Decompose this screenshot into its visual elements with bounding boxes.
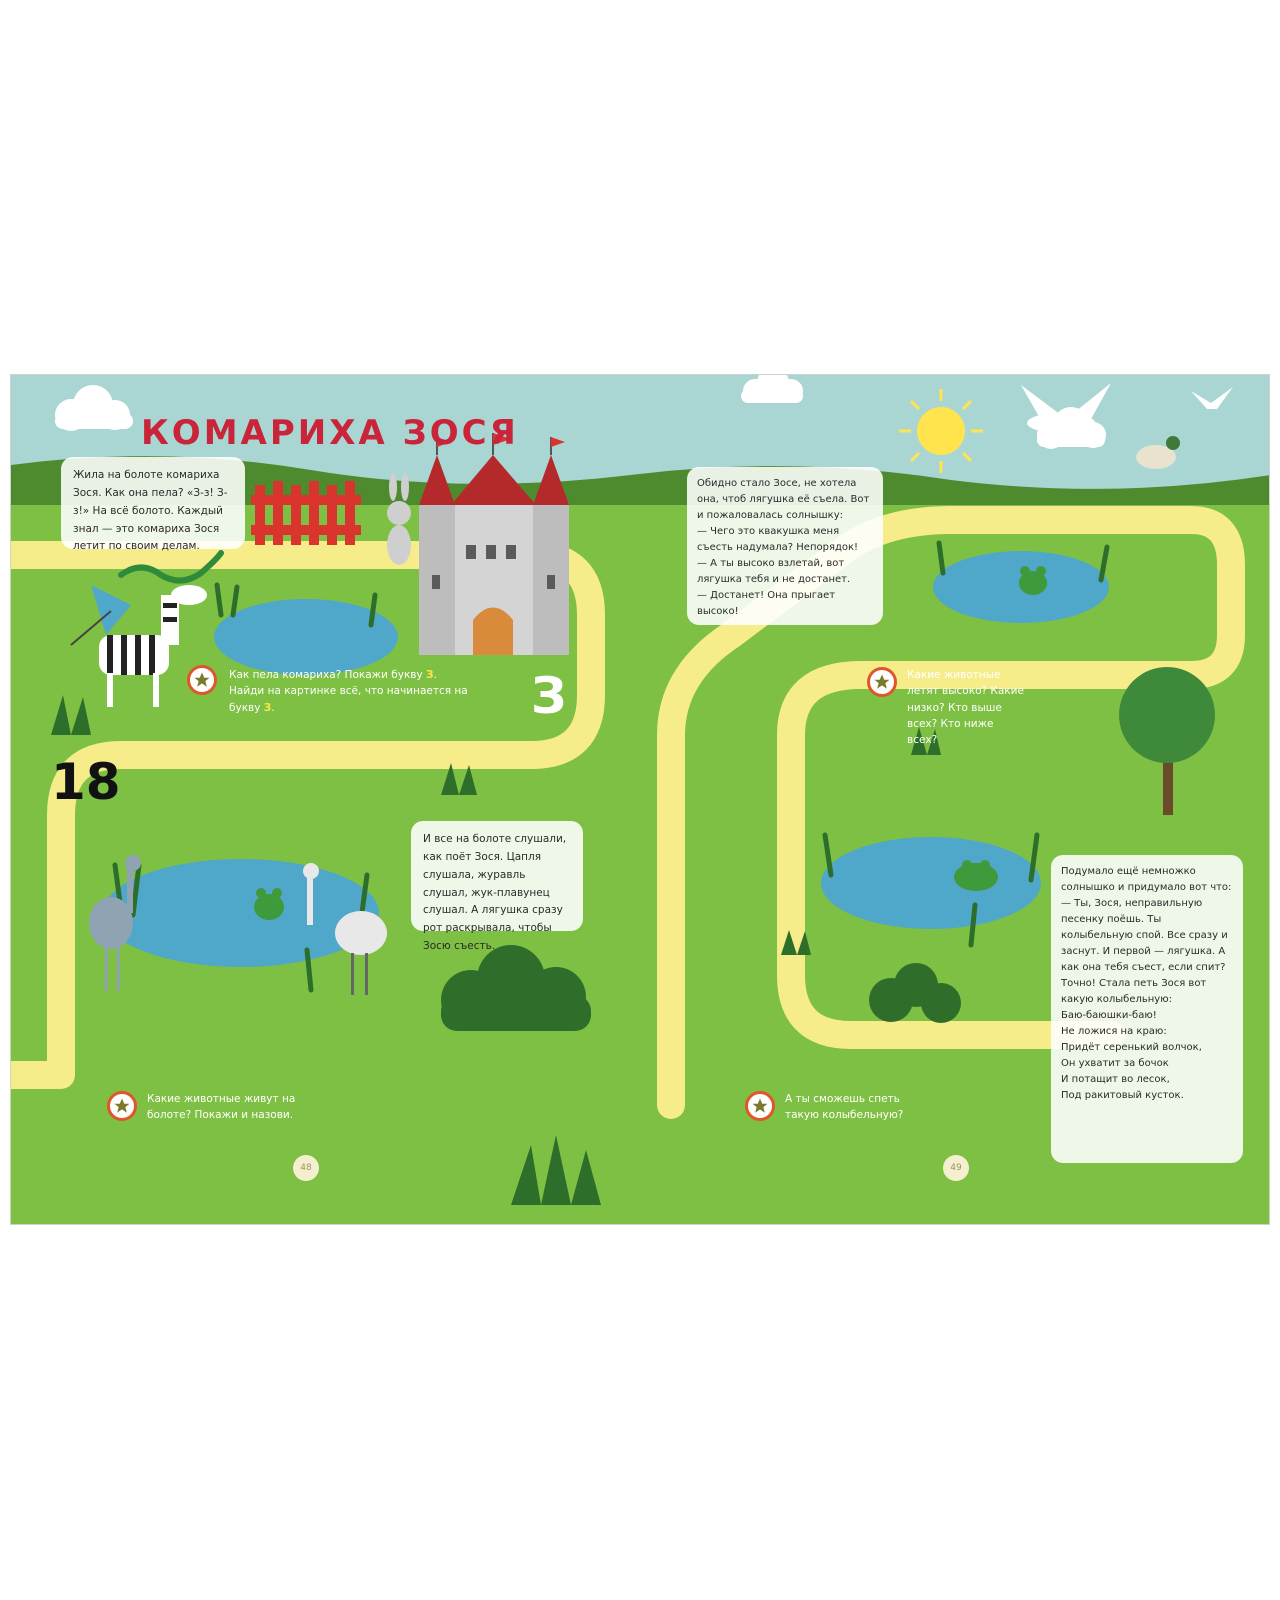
- star-icon: [114, 1098, 130, 1113]
- pond-bottom-right: [821, 837, 1041, 929]
- duck: [1136, 436, 1180, 469]
- question-text: . Найди на картинке всё, что начинается …: [229, 669, 468, 714]
- crane: [303, 863, 387, 995]
- story-dialogue-line: — Достанет! Она прыгает высоко!: [697, 590, 836, 617]
- zebra: [99, 585, 207, 707]
- story-text-offended: Обидно стало Зосе, не хотела она, чтоб л…: [687, 467, 883, 625]
- highlighted-letter: З: [426, 669, 434, 681]
- page-number-right: 49: [943, 1155, 969, 1181]
- question-3: Какие животные живут на болоте? Покажи и…: [147, 1093, 296, 1122]
- umbrella: [70, 585, 131, 646]
- red-fence: [251, 481, 361, 545]
- snake: [118, 550, 224, 584]
- question-badge-3: [107, 1091, 137, 1121]
- lullaby-line: Под ракитовый кусток.: [1061, 1090, 1184, 1101]
- heron: [89, 855, 141, 991]
- question-badge-1: [187, 665, 217, 695]
- yellow-path: [11, 506, 1245, 1119]
- sun: [899, 389, 983, 473]
- page-number-left: 48: [293, 1155, 319, 1181]
- pond-bottom-left: [103, 859, 379, 967]
- story-dialogue-line: — А ты высоко взлетай, вот лягушка тебя …: [697, 558, 851, 585]
- story-paragraph: И все на болоте слушали, как поёт Зося. …: [423, 833, 567, 953]
- lullaby-line: И потащит во лесок,: [1061, 1074, 1170, 1085]
- bushes: [441, 945, 961, 1031]
- frog-bottom-left: [254, 888, 284, 920]
- star-icon: [194, 672, 210, 687]
- star-icon: [752, 1098, 768, 1113]
- story-text-heard: И все на болоте слушали, как поёт Зося. …: [411, 821, 583, 952]
- question-text: .: [271, 701, 275, 714]
- lullaby-line: Баю-баюшки-баю!: [1061, 1010, 1157, 1021]
- page-title: КОМАРИХА ЗОСЯ: [141, 413, 519, 453]
- frog-bottom-right: [954, 860, 998, 891]
- story-paragraph: Жила на болоте комариха Зося. Как она пе…: [73, 469, 228, 553]
- cloud-center: [741, 375, 803, 403]
- cloud-left: [55, 385, 133, 431]
- question-badge-2: [867, 667, 897, 697]
- story-dialogue-line: — Чего это квакушка меня съесть надумала…: [697, 526, 859, 553]
- star-icon: [874, 674, 890, 689]
- castle: [419, 433, 569, 655]
- lullaby-line: Не ложися на краю:: [1061, 1026, 1167, 1037]
- story-paragraph: Обидно стало Зосе, не хотела она, чтоб л…: [697, 478, 870, 521]
- question-text: Как пела комариха? Покажи букву: [229, 669, 427, 681]
- highlighted-letter: З: [263, 701, 272, 714]
- question-4: А ты сможешь спеть такую колыбельную?: [785, 1093, 904, 1122]
- reeds: [112, 540, 1110, 993]
- grass-tufts: [51, 695, 941, 1205]
- pond-top-left: [214, 599, 398, 675]
- question-2: Какие животные летят высоко? Какие низко…: [907, 669, 1024, 747]
- frog-top-right: [1019, 566, 1047, 595]
- flying-crane: [1021, 383, 1111, 433]
- story-paragraph: Подумало ещё немножко солнышко и придума…: [1061, 866, 1232, 893]
- story-text-lullaby: Подумало ещё немножко солнышко и придума…: [1051, 855, 1243, 1163]
- lullaby-line: Он ухватит за бочок: [1061, 1058, 1169, 1069]
- story-text-intro: Жила на болоте комариха Зося. Как она пе…: [61, 457, 245, 552]
- question-badge-4: [745, 1091, 775, 1121]
- rabbit: [387, 473, 411, 565]
- seagull: [1191, 387, 1233, 409]
- letter-z-large: З: [531, 667, 567, 725]
- lullaby-line: Придёт серенький волчок,: [1061, 1042, 1202, 1053]
- page-number-large: 18: [51, 753, 121, 811]
- story-paragraph: Точно! Стала петь Зося вот какую колыбел…: [1061, 978, 1207, 1005]
- tree: [1119, 667, 1215, 815]
- question-1: Как пела комариха? Покажи букву З. Найди…: [229, 667, 473, 716]
- story-dialogue-line: — Ты, Зося, неправильную песенку поёшь. …: [1061, 898, 1228, 973]
- book-spread: КОМАРИХА ЗОСЯ Жила на болоте комариха Зо…: [10, 374, 1270, 1225]
